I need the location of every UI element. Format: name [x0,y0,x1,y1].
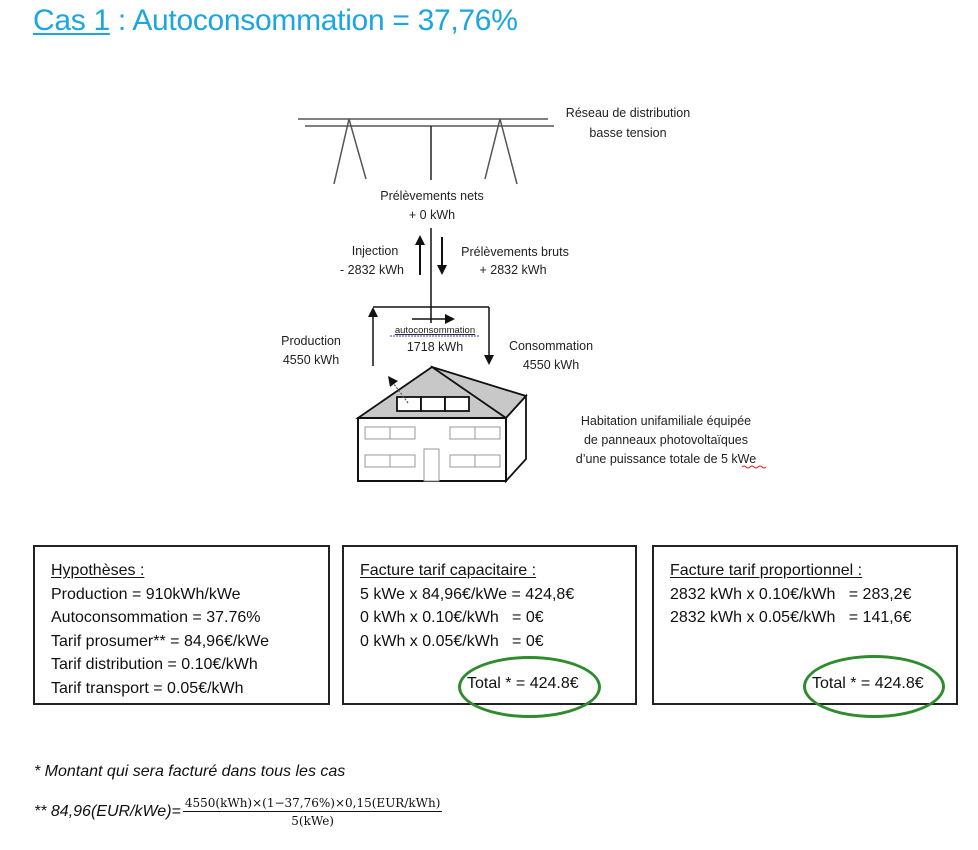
flow-loop [368,306,494,366]
hypothesis-line: Tarif transport = 0.05€/kWh [51,679,244,697]
hypothesis-line: Production = 910kWh/kWe [51,585,241,603]
consumption-label: Consommation [509,339,593,353]
gross-withdrawals-value: + 2832 kWh [479,263,546,277]
formula-numerator: 4550(kWh)×(1−37,76%)×0,15(EUR/kWh) [182,796,443,812]
injection-value: - 2832 kWh [340,263,404,277]
title-text: Autoconsommation = 37,76% [132,4,518,37]
house-icon [355,365,528,484]
footnote-amount: * Montant qui sera facturé dans tous les… [34,763,346,780]
hypotheses-box: Hypothèses : Production = 910kWh/kWe Aut… [33,545,330,705]
hypothesis-line: Autoconsommation = 37.76% [51,609,261,626]
invoice-line: 5 kWe x 84,96€/kWe = 424,8€ [360,585,575,603]
gross-withdrawals-label: Prélèvements bruts [461,245,569,259]
hypothesis-line: Tarif prosumer** = 84,96€/kWe [51,632,270,650]
footnote-formula: ** 84,96(EUR/kWe)= 4550(kWh)×(1−37,76%)×… [34,796,443,828]
capacitive-total-highlight [458,656,601,718]
hypothesis-line: Tarif distribution = 0.10€/kWh [51,656,258,673]
net-withdrawals-value: + 0 kWh [409,208,455,222]
house-caption-3: d’une puissance totale de 5 kWe [576,452,756,466]
invoice-line: 2832 kWh x 0.10€/kWh = 283,2€ [670,585,912,603]
invoice-line: 2832 kWh x 0.05€/kWh = 141,6€ [670,609,912,626]
spellcheck-squiggle [741,465,767,469]
formula-fraction: 4550(kWh)×(1−37,76%)×0,15(EUR/kWh) 5(kWe… [182,796,443,828]
proportional-total-highlight [803,655,945,718]
solar-output-arrow-icon [388,375,409,404]
case-label: Cas 1 [33,4,110,37]
net-withdrawals-label: Prélèvements nets [380,189,484,203]
invoice-line: 0 kWh x 0.10€/kWh = 0€ [360,609,544,626]
injection-label: Injection [352,244,399,258]
consumption-value: 4550 kWh [523,358,579,372]
production-label: Production [281,334,341,348]
formula-lhs: ** 84,96(EUR/kWe)= [34,803,181,820]
self-consumption-value: 1718 kWh [407,340,463,354]
energy-flow-diagram: Réseau de distribution basse tension Pré… [281,106,767,484]
proportional-invoice-box: Facture tarif proportionnel : 2832 kWh x… [652,545,958,705]
network-label-2: basse tension [589,126,666,140]
page-title: Cas 1 : Autoconsommation = 37,76% [33,4,518,38]
house-caption-2: de panneaux photovoltaïques [584,433,748,447]
proportional-heading: Facture tarif proportionnel : [670,562,863,579]
title-separator: : [109,4,133,37]
hypotheses-heading: Hypothèses : [51,562,145,579]
invoice-line: 0 kWh x 0.05€/kWh = 0€ [360,632,544,650]
network-label: Réseau de distribution [566,106,690,120]
power-line-icon [298,118,554,185]
self-consumption-label: autoconsommation [395,325,475,336]
house-caption-1: Habitation unifamiliale équipée [581,414,751,428]
formula-denominator: 5(kWe) [291,814,334,828]
solar-panels-icon [396,396,470,412]
capacitive-heading: Facture tarif capacitaire : [360,562,537,579]
production-value: 4550 kWh [283,353,339,367]
